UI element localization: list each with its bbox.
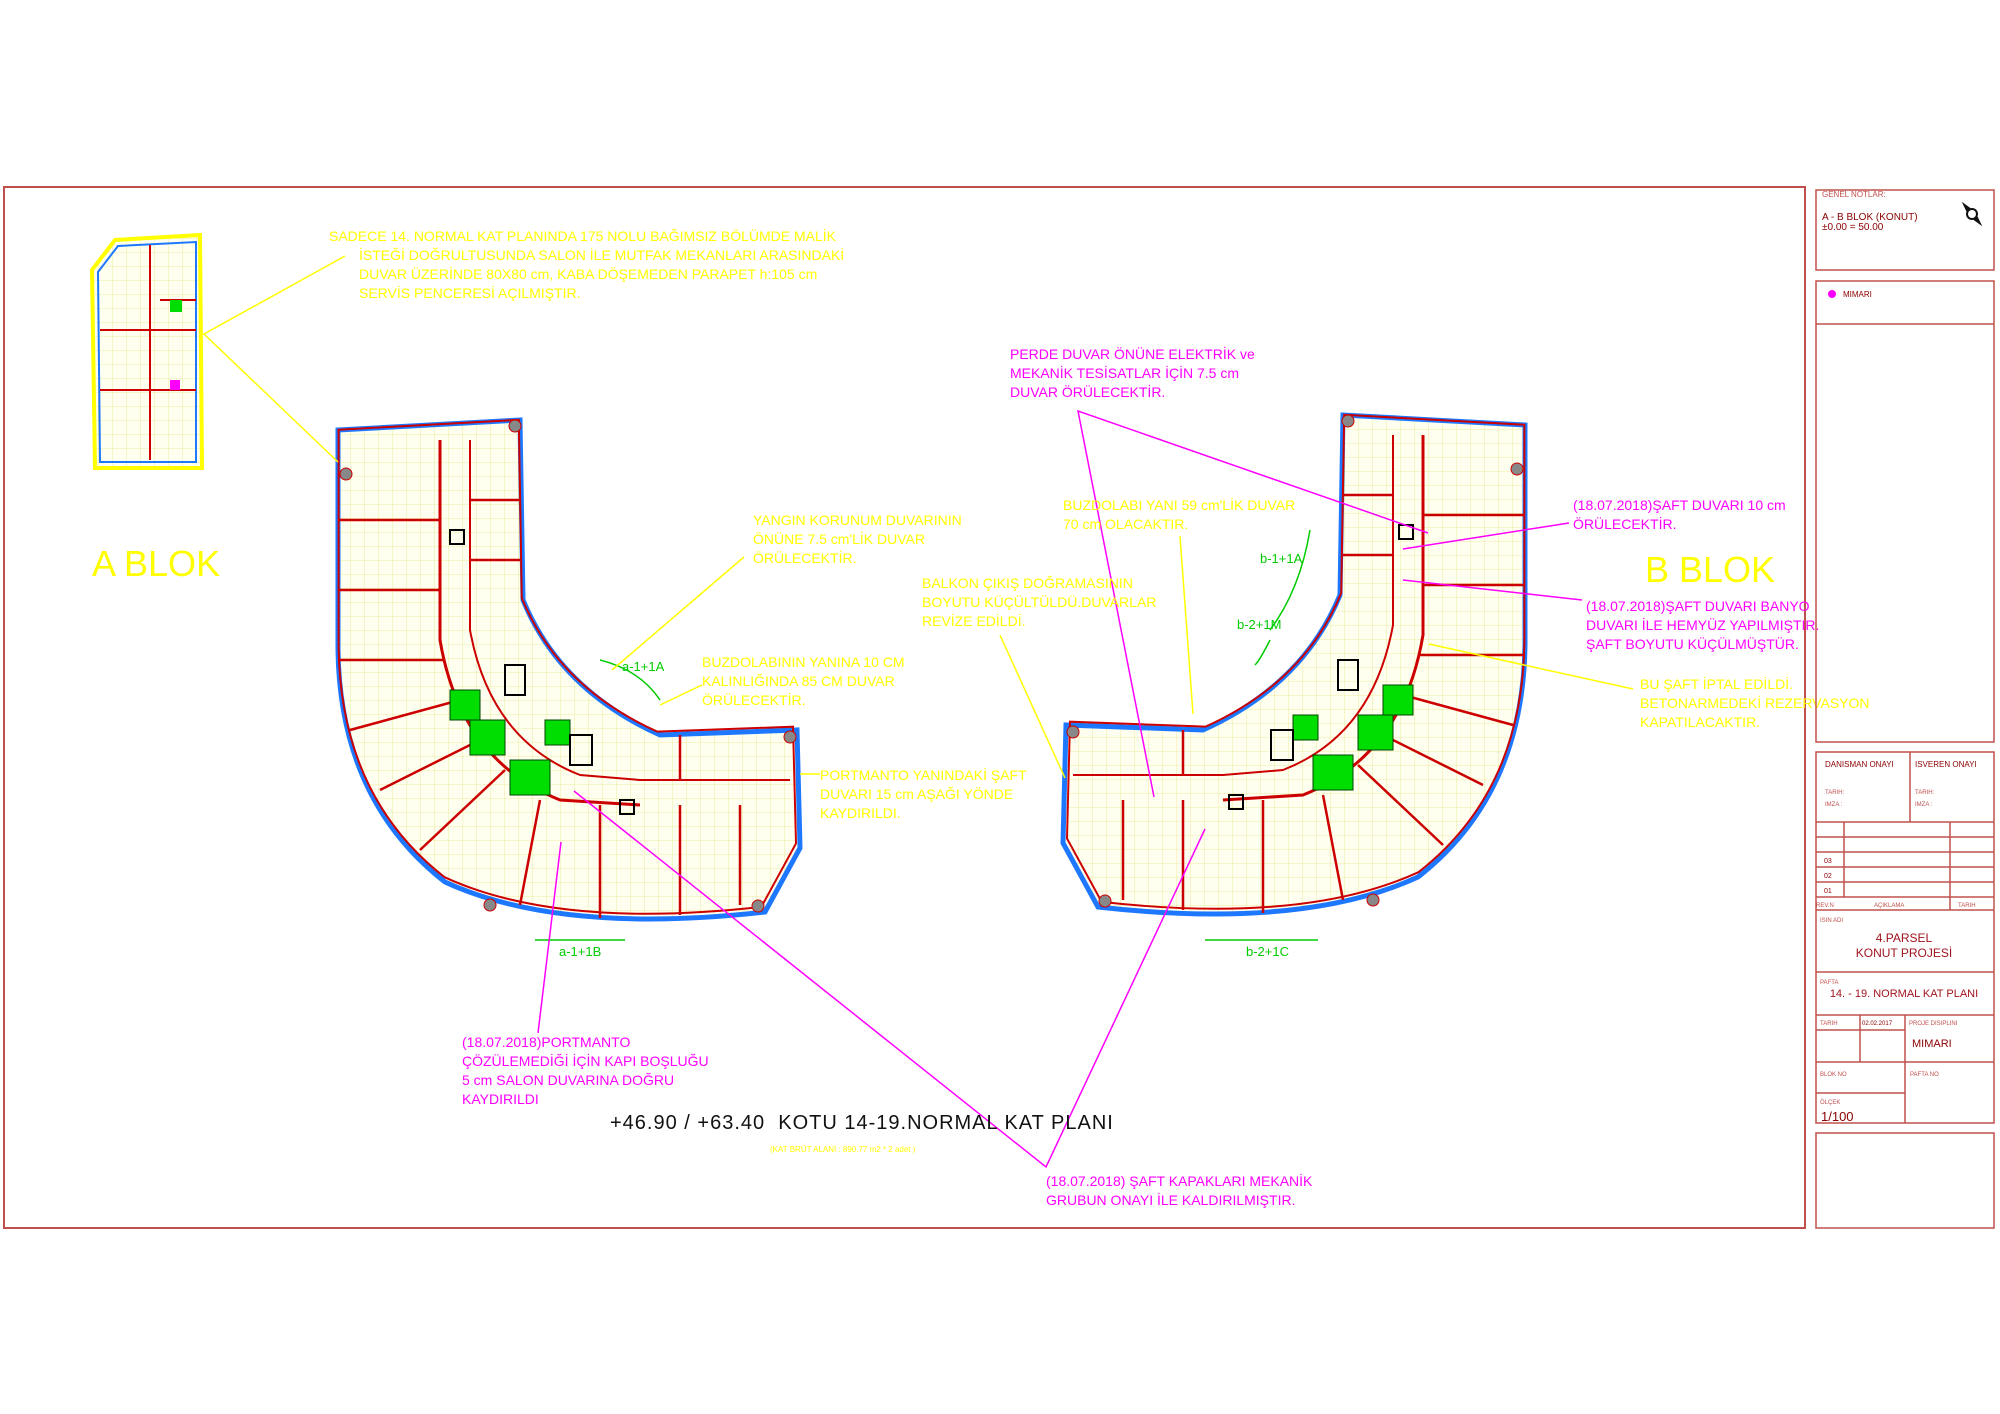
tarih-label: TARIH: <box>1825 790 1845 796</box>
note-line: KALINLIĞINDA 85 CM DUVAR <box>702 673 895 689</box>
note-line: ÖNÜNE 7.5 cm'LİK DUVAR <box>753 530 925 547</box>
revision-number: 03 <box>1824 858 1832 865</box>
discipline-legend: MIMARI <box>1843 290 1872 299</box>
note-line: ÖRÜLECEKTİR. <box>753 549 856 566</box>
axis-label: a-1+1A <box>622 659 665 674</box>
tarih-label: TARIH: <box>1915 790 1935 796</box>
note-line: KAYDIRILDI. <box>820 805 901 821</box>
title-block <box>1815 189 1995 1229</box>
kot-info: ±0.00 = 50.00 <box>1822 222 1884 233</box>
project-name: KONUT PROJESİ <box>1856 946 1952 960</box>
leader-lines <box>202 255 1634 1169</box>
danisman-onayi-label: DANISMAN ONAYI <box>1825 760 1894 769</box>
plan-subtitle: (KAT BRÜT ALANI : 890.77 m2 * 2 adet ) <box>770 1145 916 1154</box>
note-line: REVİZE EDİLDİ. <box>922 612 1025 629</box>
note-line: KAPATILACAKTIR. <box>1640 714 1760 730</box>
note-line: BALKON ÇIKIŞ DOĞRAMASININ <box>922 575 1133 591</box>
genel-notlar-label: GENEL NOTLAR: <box>1822 190 1886 199</box>
note-line: DUVAR ÖRÜLECEKTİR. <box>1010 383 1165 400</box>
pafta-label: PAFTA <box>1820 980 1838 986</box>
note-line: (18.07.2018)ŞAFT DUVARI BANYO <box>1586 598 1810 614</box>
note-line: (18.07.2018)ŞAFT DUVARI 10 cm <box>1573 497 1786 513</box>
rev-header: AÇIKLAMA <box>1874 903 1904 909</box>
north-arrow-icon <box>1961 201 1983 227</box>
revision-number: 02 <box>1824 873 1832 880</box>
axis-label: b-2+1C <box>1246 944 1289 959</box>
revision-number: 01 <box>1824 888 1832 895</box>
key-plan <box>89 232 205 470</box>
note-line: BU ŞAFT İPTAL EDİLDİ. <box>1640 675 1793 692</box>
discipline-dot <box>1828 290 1836 298</box>
rev-header: TARIH <box>1958 903 1976 909</box>
blok-no-label: BLOK NO <box>1820 1072 1847 1078</box>
note-line: (18.07.2018) ŞAFT KAPAKLARI MEKANİK <box>1046 1172 1313 1189</box>
project-name: 4.PARSEL <box>1876 931 1933 945</box>
note-line: ÇÖZÜLEMEDİĞİ İÇİN KAPI BOŞLUĞU <box>462 1052 709 1069</box>
note-line: ÖRÜLECEKTİR. <box>702 691 805 708</box>
pafta-name: 14. - 19. NORMAL KAT PLANI <box>1830 988 1978 1000</box>
note-line: BETONARMEDEKİ REZERVASYON <box>1640 694 1870 711</box>
blok-info: A - B BLOK (KONUT) <box>1822 212 1918 223</box>
a-block-label: A BLOK <box>92 543 220 584</box>
note-line: DUVAR ÜZERİNDE 80X80 cm, KABA DÖŞEMEDEN … <box>359 265 817 282</box>
imza-label: IMZA : <box>1915 802 1933 808</box>
olcek-label: ÖLÇEK <box>1820 1099 1840 1106</box>
note-line: PORTMANTO YANINDAKİ ŞAFT <box>820 766 1027 783</box>
b-block-floor-plan <box>1063 415 1525 914</box>
note-line: SERVİS PENCERESİ AÇILMIŞTIR. <box>359 284 580 301</box>
plan-title: +46.90 / +63.40 KOTU 14-19.NORMAL KAT PL… <box>610 1112 1114 1134</box>
rev-header: REV.N <box>1816 903 1834 909</box>
axis-label: b-1+1A <box>1260 551 1303 566</box>
axis-label: b-2+1M <box>1237 617 1281 632</box>
b-block-label: B BLOK <box>1645 549 1775 590</box>
axis-dimension-lines <box>535 529 1318 941</box>
note-line: MEKANİK TESİSATLAR İÇİN 7.5 cm <box>1010 364 1239 381</box>
note-line: YANGIN KORUNUM DUVARININ <box>753 512 962 528</box>
note-line: PERDE DUVAR ÖNÜNE ELEKTRİK ve <box>1010 345 1255 362</box>
drawing-date: 02.02.2017 <box>1862 1021 1893 1027</box>
note-line: GRUBUN ONAYI İLE KALDIRILMIŞTIR. <box>1046 1191 1295 1208</box>
note-line: KAYDIRILDI <box>462 1091 539 1107</box>
proje-disiplini-label: PROJE DISIPLINI <box>1909 1021 1958 1027</box>
note-line: 70 cm OLACAKTIR. <box>1063 516 1188 532</box>
note-line: BUZDOLABI YANI 59 cm'LİK DUVAR <box>1063 496 1295 513</box>
note-line: DUVARI 15 cm AŞAĞI YÖNDE <box>820 785 1013 802</box>
imza-label: IMZA : <box>1825 802 1843 808</box>
olcek-value: 1/100 <box>1821 1109 1854 1124</box>
isveren-onayi-label: ISVEREN ONAYI <box>1915 760 1977 769</box>
pafta-no-label: PAFTA NO <box>1910 1072 1939 1078</box>
drawing-frame <box>3 186 1806 1229</box>
note-line: ŞAFT BOYUTU KÜÇÜLMÜŞTÜR. <box>1586 635 1799 652</box>
isin-adi-label: ISIN ADI <box>1820 918 1843 924</box>
proje-disiplini: MIMARI <box>1912 1038 1952 1050</box>
note-line: 5 cm SALON DUVARINA DOĞRU <box>462 1072 674 1088</box>
note-line: (18.07.2018)PORTMANTO <box>462 1034 630 1050</box>
tarih-label: TARIH <box>1820 1021 1838 1027</box>
note-line: İSTEĞİ DOĞRULTUSUNDA SALON İLE MUTFAK ME… <box>359 246 844 263</box>
axis-label: a-1+1B <box>559 944 601 959</box>
note-line: SADECE 14. NORMAL KAT PLANINDA 175 NOLU … <box>329 227 837 244</box>
note-line: BOYUTU KÜÇÜLTÜLDÜ.DUVARLAR <box>922 593 1156 610</box>
note-line: DUVARI İLE HEMYÜZ YAPILMIŞTIR. <box>1586 616 1819 633</box>
annotation-notes: SADECE 14. NORMAL KAT PLANINDA 175 NOLU … <box>329 227 1870 1208</box>
note-line: BUZDOLABININ YANINA 10 CM <box>702 654 905 670</box>
note-line: ÖRÜLECEKTİR. <box>1573 515 1676 532</box>
